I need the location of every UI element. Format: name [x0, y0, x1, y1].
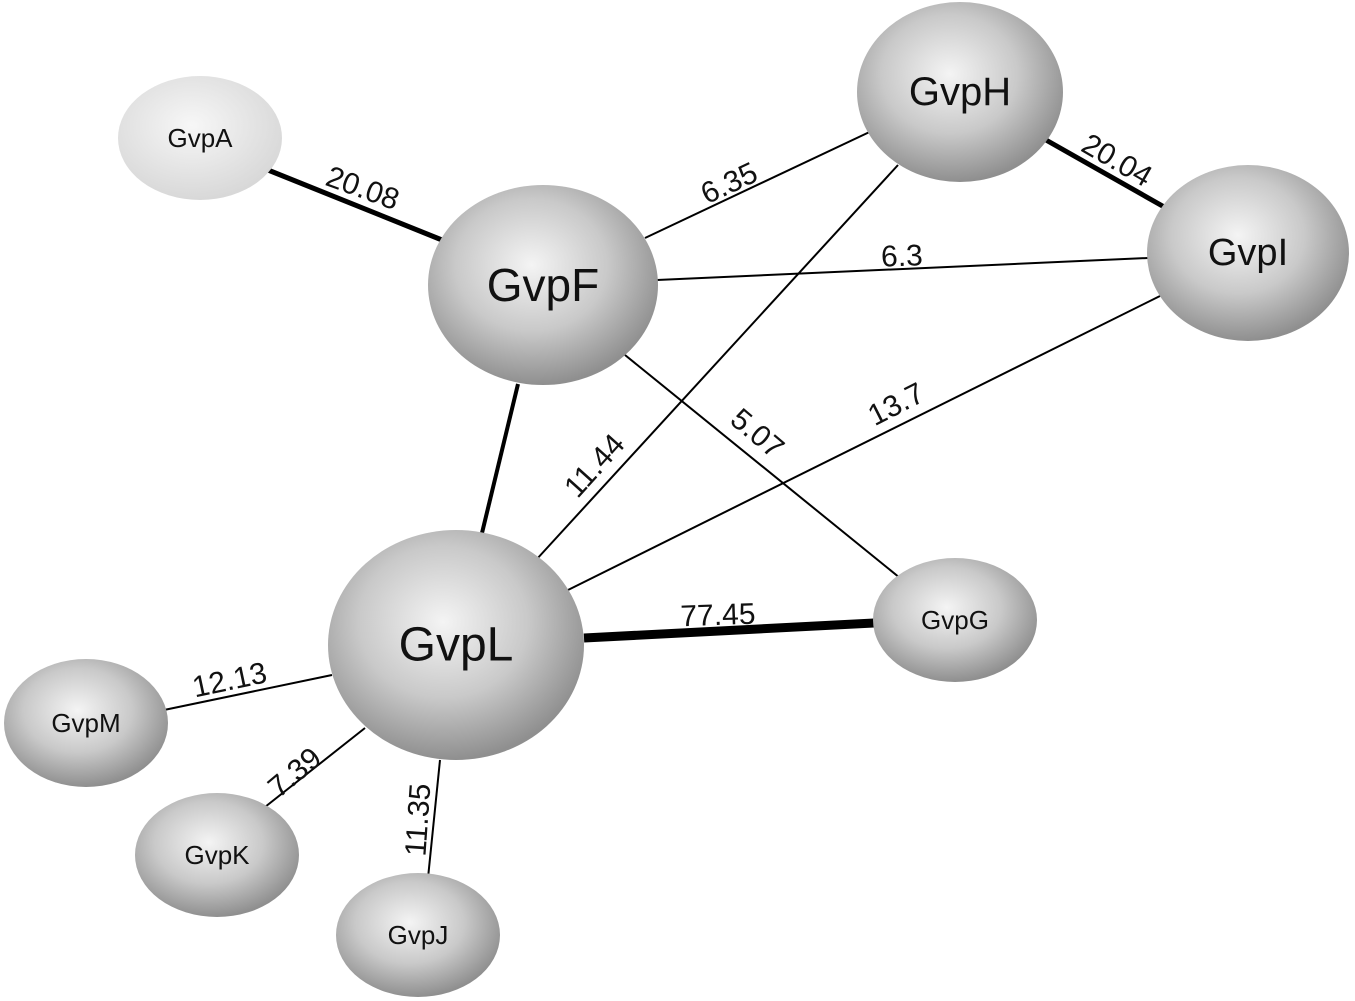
node-gvpj: GvpJ [336, 873, 500, 997]
edge-weight-label: 6.3 [881, 239, 924, 273]
node-label: GvpG [921, 605, 989, 635]
edge-weight-label: 6.35 [696, 156, 763, 211]
edge-weight-label: 5.07 [724, 402, 790, 465]
edge-gvpf-gvpg [624, 354, 901, 579]
node-ellipse [118, 76, 282, 200]
edge-weight-label: 12.13 [190, 657, 270, 705]
edge-gvpl-gvpg [583, 618, 875, 643]
edge-gvpl-gvpi [567, 295, 1161, 591]
node-label: GvpJ [388, 920, 449, 950]
edge-gvpa-gvpf [267, 167, 443, 243]
edge-weight-label: 11.44 [558, 428, 631, 504]
node-gvpi: GvpI [1147, 165, 1349, 341]
node-ellipse [4, 659, 168, 787]
node-label: GvpL [399, 619, 514, 672]
node-label: GvpM [51, 708, 120, 738]
edge-gvpl-gvpj [427, 759, 441, 879]
node-gvpm: GvpM [4, 659, 168, 787]
nodes-layer: GvpA GvpF GvpH GvpI GvpL GvpG GvpM GvpK GvpJ [4, 2, 1349, 997]
node-label: GvpF [487, 259, 599, 311]
node-gvph: GvpH [857, 2, 1063, 182]
edge-gvpl-gvpm [163, 674, 333, 711]
edge-gvpl-gvph [535, 164, 899, 561]
edge-gvpl-gvpk [264, 727, 366, 808]
node-gvpl: GvpL [328, 530, 584, 760]
edge-gvph-gvpi [1044, 137, 1168, 211]
node-label: GvpI [1208, 232, 1288, 274]
node-gvpk: GvpK [135, 793, 299, 917]
edge-gvpf-gvph [644, 127, 879, 239]
edge-weight-label: 20.04 [1076, 128, 1158, 194]
node-ellipse [135, 793, 299, 917]
node-ellipse [336, 873, 500, 997]
edge-gvpf-gvpl [480, 383, 520, 534]
edge-weight-label: 11.35 [399, 782, 437, 857]
node-ellipse [428, 185, 658, 385]
node-gvpg: GvpG [873, 558, 1037, 682]
node-ellipse [328, 530, 584, 760]
edge-gvpf-gvpi [656, 257, 1149, 281]
node-ellipse [873, 558, 1037, 682]
edge-weight-label: 77.45 [680, 598, 756, 634]
edges-layer [163, 127, 1168, 879]
edge-weight-label: 7.39 [262, 741, 328, 804]
node-label: GvpH [909, 70, 1011, 114]
node-ellipse [1147, 165, 1349, 341]
node-label: GvpA [167, 123, 233, 153]
edge-weight-label: 13.7 [863, 377, 930, 433]
node-label: GvpK [184, 840, 250, 870]
node-gvpf: GvpF [428, 185, 658, 385]
node-gvpa: GvpA [118, 76, 282, 200]
node-ellipse [857, 2, 1063, 182]
